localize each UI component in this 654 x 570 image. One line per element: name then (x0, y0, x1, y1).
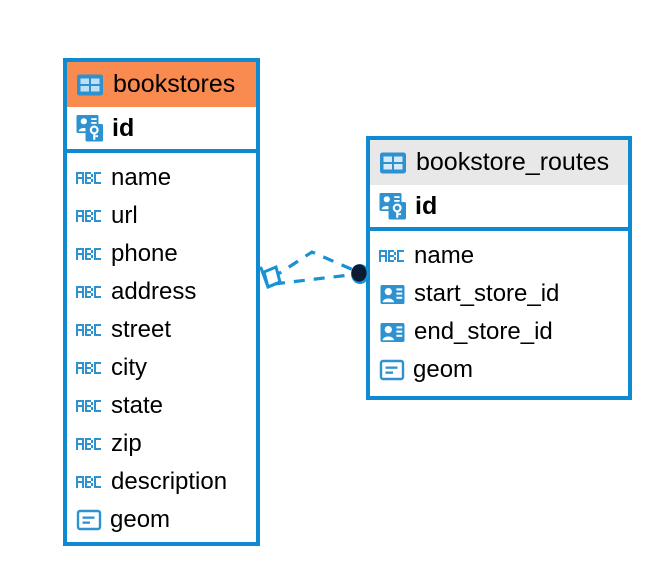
field-row-phone[interactable]: phone (67, 235, 256, 273)
field-name-label: description (111, 468, 228, 495)
field-row-city[interactable]: city (67, 349, 256, 387)
abc-text-icon (76, 205, 103, 227)
field-row-id[interactable]: id (67, 107, 256, 153)
abc-text-icon (76, 243, 103, 265)
relationship-line-lower (273, 272, 359, 286)
abc-text-icon (76, 167, 103, 189)
abc-text-icon (76, 433, 103, 455)
field-name-id: id (112, 113, 135, 142)
field-name-label: url (111, 202, 138, 229)
field-name-label: zip (111, 430, 142, 457)
field-row-end-store-id[interactable]: end_store_id (370, 313, 628, 351)
diamond-marker (259, 264, 282, 290)
field-row-url[interactable]: url (67, 197, 256, 235)
primary-key-icon (379, 191, 407, 221)
field-name-label: name (414, 242, 475, 269)
field-name-label: city (111, 354, 147, 381)
entity-bookstores-header[interactable]: bookstores (67, 62, 256, 107)
entity-bookstore-routes-field-list: name start_store_id (370, 231, 628, 395)
entity-bookstore-routes[interactable]: bookstore_routes id (366, 136, 632, 400)
entity-bookstore-routes-title: bookstore_routes (416, 148, 610, 176)
entity-bookstores[interactable]: bookstores id (63, 58, 260, 546)
field-name-id: id (415, 191, 438, 220)
field-row-name[interactable]: name (67, 159, 256, 197)
field-name-label: geom (413, 356, 474, 383)
relationship-line-upper (271, 250, 359, 280)
field-row-geom[interactable]: geom (67, 501, 256, 539)
field-row-start-store-id[interactable]: start_store_id (370, 275, 628, 313)
entity-bookstore-routes-header[interactable]: bookstore_routes (370, 140, 628, 185)
field-row-description[interactable]: description (67, 463, 256, 501)
geometry-icon (379, 357, 405, 383)
geometry-icon (76, 507, 102, 533)
foreign-key-icon (379, 319, 406, 346)
field-name-label: name (111, 164, 172, 191)
table-icon (379, 149, 407, 177)
field-row-geom[interactable]: geom (370, 351, 628, 389)
foreign-key-icon (379, 281, 406, 308)
field-name-label: street (111, 316, 172, 343)
entity-bookstores-field-list: name u (67, 153, 256, 545)
field-name-label: address (111, 278, 197, 305)
field-row-street[interactable]: street (67, 311, 256, 349)
field-row-id[interactable]: id (370, 185, 628, 231)
field-row-state[interactable]: state (67, 387, 256, 425)
abc-text-icon (379, 245, 406, 267)
field-row-address[interactable]: address (67, 273, 256, 311)
abc-text-icon (76, 357, 103, 379)
field-name-label: state (111, 392, 164, 419)
field-name-label: phone (111, 240, 178, 267)
entity-bookstores-title: bookstores (113, 70, 236, 98)
abc-text-icon (76, 281, 103, 303)
field-row-name[interactable]: name (370, 237, 628, 275)
field-name-label: geom (110, 506, 171, 533)
field-name-label: end_store_id (414, 318, 553, 345)
field-name-label: start_store_id (414, 280, 560, 307)
abc-text-icon (76, 319, 103, 341)
field-row-zip[interactable]: zip (67, 425, 256, 463)
table-icon (76, 71, 104, 99)
abc-text-icon (76, 395, 103, 417)
abc-text-icon (76, 471, 103, 493)
primary-key-icon (76, 113, 104, 143)
